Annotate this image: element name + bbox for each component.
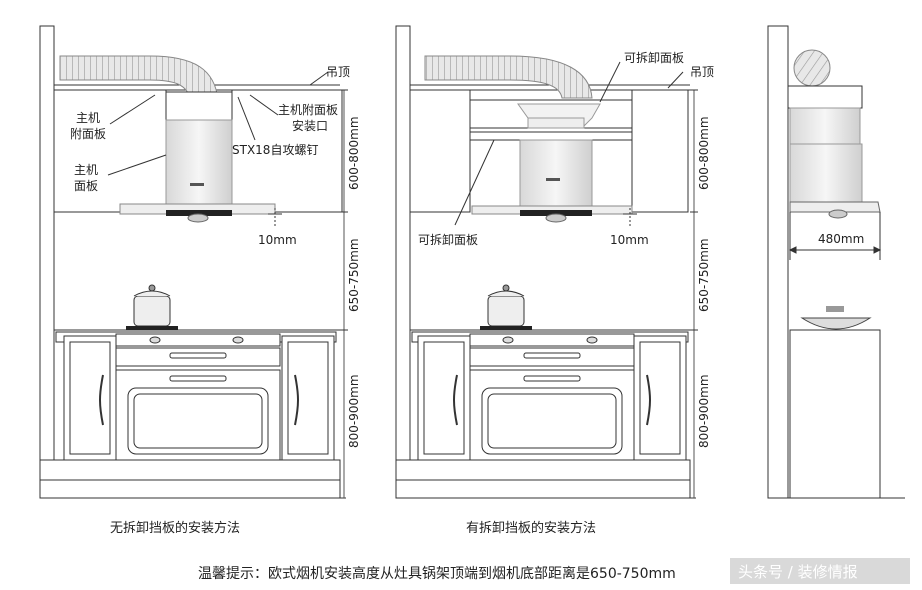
left-wall (39, 25, 55, 499)
middle-dim-gap: 10mm (610, 233, 649, 247)
right-diagram (767, 25, 905, 499)
middle-label-ceiling: 吊顶 (690, 65, 714, 79)
watermark-bg (730, 558, 910, 584)
left-diagram (39, 25, 348, 499)
middle-dim-mid: 650-750mm (697, 238, 711, 312)
middle-dim-lower: 800-900mm (697, 374, 711, 448)
left-label-panel-2: 面板 (74, 179, 98, 193)
left-dim-lower: 800-900mm (347, 374, 361, 448)
left-label-ceiling: 吊顶 (326, 65, 350, 79)
right-duct (793, 49, 831, 87)
left-stove-top (115, 333, 281, 347)
right-dim-depth: 480mm (818, 232, 864, 246)
left-hood-chimney (165, 119, 233, 205)
left-caption: 无拆卸挡板的安装方法 (110, 520, 240, 536)
middle-label-removable-bottom: 可拆卸面板 (418, 232, 478, 247)
left-pot (133, 295, 171, 327)
middle-caption: 有拆卸挡板的安装方法 (466, 520, 596, 536)
middle-label-removable-top: 可拆卸面板 (624, 50, 684, 65)
left-label-panel-1: 主机 (74, 163, 98, 177)
right-wok (800, 317, 872, 330)
middle-diagram (395, 25, 698, 499)
tip-text: 温馨提示：欧式烟机安装高度从灶具锅架顶端到烟机底部距离是650-750mm (198, 565, 676, 582)
left-dim-gap: 10mm (258, 233, 297, 247)
left-dim-mid: 650-750mm (347, 238, 361, 312)
left-upper-cabinet-right (231, 89, 343, 213)
left-label-install-2: 安装口 (292, 118, 328, 133)
left-label-install-1: 主机附面板 (278, 103, 338, 117)
left-label-screw: STX18自攻螺钉 (232, 143, 318, 157)
watermark: 头条号 / 装修情报 (738, 563, 858, 581)
middle-duct (424, 55, 593, 99)
left-label-panel-attach-2: 附面板 (70, 127, 106, 141)
left-dim-upper: 600-800mm (347, 116, 361, 190)
middle-dim-upper: 600-800mm (697, 116, 711, 190)
left-upper-cabinet-left (53, 89, 167, 213)
left-label-panel-attach-1: 主机 (76, 111, 100, 125)
